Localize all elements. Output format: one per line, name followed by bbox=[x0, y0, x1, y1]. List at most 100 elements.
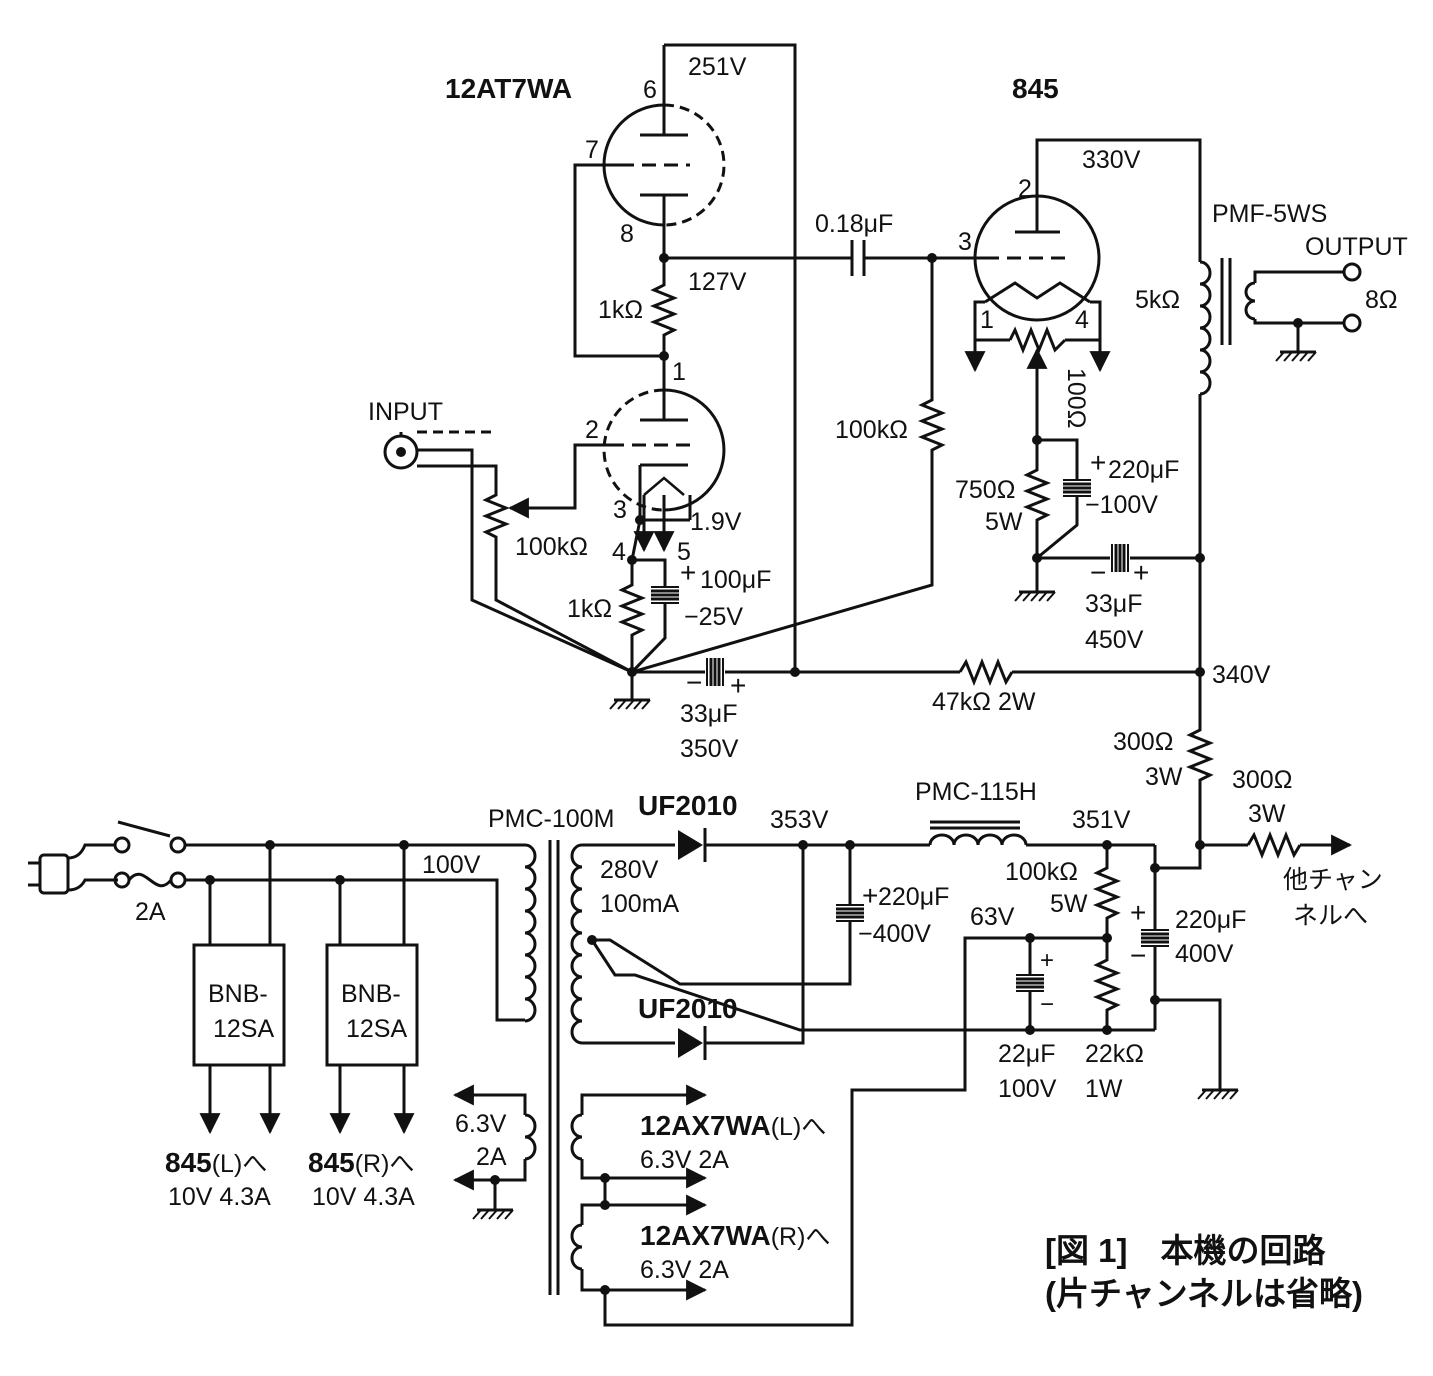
plus-sign: + bbox=[730, 670, 746, 701]
component-label: 0.18μF bbox=[815, 210, 893, 238]
primary-imp-label: 5kΩ bbox=[1135, 286, 1180, 314]
component-label: 220μF bbox=[1108, 456, 1179, 484]
secondary-label: 100mA bbox=[600, 890, 680, 918]
rating-label: 6.3V 2A bbox=[640, 1256, 729, 1284]
component-label: 47kΩ 2W bbox=[932, 688, 1036, 716]
output-imp-label: 8Ω bbox=[1365, 286, 1398, 314]
dest-label: 845(R)へ bbox=[308, 1147, 414, 1178]
component-label: 300Ω bbox=[1232, 766, 1292, 794]
pin-label: 6 bbox=[643, 76, 657, 104]
resistor-1k-lower bbox=[617, 560, 647, 672]
component-label: −100V bbox=[1085, 491, 1158, 519]
voltage-label: 1.9V bbox=[690, 508, 742, 536]
fuse bbox=[113, 871, 187, 889]
ac-plug bbox=[28, 843, 118, 895]
other-channel-label: ネルへ bbox=[1293, 902, 1368, 930]
pin-label: 3 bbox=[958, 228, 972, 256]
component-label: 1kΩ bbox=[598, 296, 643, 324]
plus-sign: + bbox=[1040, 947, 1054, 974]
pin-label: 1 bbox=[672, 358, 686, 386]
voltage-label: 251V bbox=[688, 53, 747, 81]
component-label: 100V bbox=[998, 1075, 1057, 1103]
plus-sign: + bbox=[862, 880, 878, 911]
component-label: 3W bbox=[1145, 763, 1183, 791]
component-label: 100μF bbox=[700, 566, 771, 594]
module-label: BNB- bbox=[208, 980, 268, 1008]
voltage-label: 351V bbox=[1072, 806, 1131, 834]
module-label: 12SA bbox=[213, 1015, 274, 1043]
fuse-label: 2A bbox=[135, 898, 166, 926]
output-transformer bbox=[1199, 258, 1256, 396]
minus-sign: − bbox=[1040, 991, 1054, 1018]
transformer-label: PMC-100M bbox=[488, 805, 614, 833]
heater-psu-module-right bbox=[325, 943, 419, 1067]
voltage-label: 63V bbox=[970, 903, 1015, 931]
voltage-label: 100V bbox=[422, 851, 481, 879]
pin-label: 3 bbox=[613, 496, 627, 524]
component-label: −400V bbox=[858, 920, 931, 948]
rating-label: 6.3V 2A bbox=[640, 1146, 729, 1174]
pin-label: 2 bbox=[585, 416, 599, 444]
input-jack[interactable] bbox=[383, 434, 419, 470]
dest-label: 845(L)へ bbox=[165, 1147, 267, 1178]
component-label: 1W bbox=[1085, 1075, 1123, 1103]
voltage-label: 353V bbox=[770, 806, 829, 834]
component-label: 22kΩ bbox=[1085, 1040, 1144, 1068]
heater-winding-r bbox=[570, 1223, 583, 1271]
plus-sign: + bbox=[1133, 557, 1149, 588]
heater-winding-primary-side bbox=[524, 1113, 537, 1161]
minus-sign: − bbox=[686, 667, 702, 698]
pin-label: 2 bbox=[1018, 175, 1032, 203]
output-terminal-hot[interactable] bbox=[1342, 262, 1362, 282]
pin-label: 4 bbox=[1075, 306, 1089, 334]
diode-label: UF2010 bbox=[638, 790, 738, 821]
output-terminal-gnd[interactable] bbox=[1342, 313, 1362, 333]
resistor-100k-5w bbox=[1092, 845, 1122, 938]
component-label: 400V bbox=[1175, 940, 1234, 968]
pin-label: 8 bbox=[620, 220, 634, 248]
minus-sign: − bbox=[1130, 940, 1146, 971]
component-label: 2A bbox=[476, 1143, 507, 1171]
resistor-300-vertical bbox=[1185, 672, 1215, 845]
component-label: 450V bbox=[1085, 626, 1144, 654]
diode-label: UF2010 bbox=[638, 993, 738, 1024]
rating-label: 10V 4.3A bbox=[168, 1183, 271, 1211]
diode-uf2010-top bbox=[678, 828, 707, 862]
component-label: 220μF bbox=[878, 883, 949, 911]
component-label: 22μF bbox=[998, 1040, 1055, 1068]
figure-caption-line2: (片チャンネルは省略) bbox=[1045, 1275, 1363, 1312]
component-label: 1kΩ bbox=[567, 595, 612, 623]
voltage-label: 330V bbox=[1082, 146, 1141, 174]
capacitor-33uf-450v bbox=[1110, 542, 1130, 574]
resistor-300-horizontal bbox=[1246, 830, 1302, 860]
component-label: 33μF bbox=[680, 700, 737, 728]
pin-label: 5 bbox=[677, 538, 691, 566]
component-label: 750Ω bbox=[955, 476, 1015, 504]
minus-sign: − bbox=[1090, 557, 1106, 588]
pin-label: 7 bbox=[585, 136, 599, 164]
volume-pot[interactable] bbox=[481, 490, 633, 674]
dest-label: 12AX7WA(R)へ bbox=[640, 1220, 830, 1251]
voltage-label: 340V bbox=[1212, 661, 1271, 689]
tube-label-845: 845 bbox=[1012, 73, 1059, 104]
power-switch[interactable] bbox=[100, 820, 187, 854]
heater-psu-module-left bbox=[192, 943, 286, 1067]
component-label: −25V bbox=[684, 603, 743, 631]
component-label: 350V bbox=[680, 735, 739, 763]
resistor-750 bbox=[1022, 440, 1052, 558]
component-label: 5W bbox=[985, 508, 1023, 536]
plus-sign: + bbox=[1130, 897, 1146, 928]
tube-label-12at7wa: 12AT7WA bbox=[445, 73, 572, 104]
component-label: 100kΩ bbox=[515, 533, 588, 561]
component-label: 100kΩ bbox=[1005, 858, 1078, 886]
pin-label: 4 bbox=[612, 538, 626, 566]
diode-uf2010-bottom bbox=[678, 1026, 707, 1060]
heater-winding-l bbox=[570, 1113, 583, 1161]
hum-balance-pot[interactable] bbox=[1008, 325, 1067, 355]
output-label: OUTPUT bbox=[1305, 233, 1408, 261]
pin-label: 1 bbox=[980, 306, 994, 334]
resistor-22k bbox=[1092, 938, 1122, 1030]
module-label: 12SA bbox=[346, 1015, 407, 1043]
figure-caption-line1: [図 1] 本機の回路 bbox=[1045, 1232, 1327, 1269]
